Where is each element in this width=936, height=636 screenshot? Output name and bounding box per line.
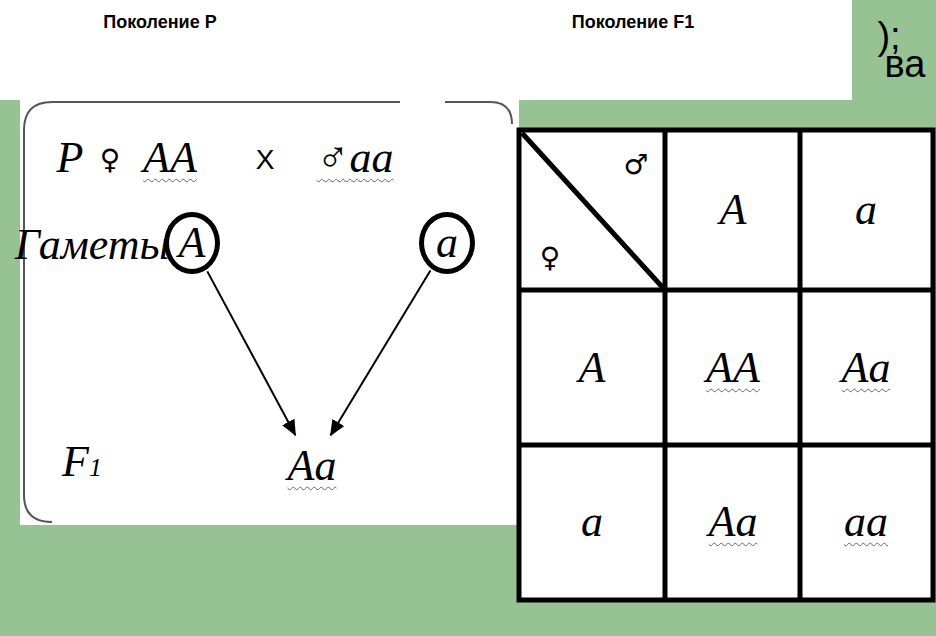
gamete-circle: a [419,212,475,274]
corner-diagonal [522,133,665,290]
gamete-circle: A [164,212,220,274]
grid-line [798,130,803,600]
panel-bracket [445,102,512,124]
offspring-genotype: Aa [282,437,343,495]
genotype: ♂aa [317,136,394,180]
node-text: a [436,221,458,265]
generation-symbol: P [57,136,84,180]
female-sign: ♀ [540,244,561,272]
grid-line [519,288,933,293]
gamete-header: A [579,346,606,390]
generation-heading: Поколение P [103,13,216,31]
node-text: Aa [288,444,337,488]
grid-line [519,443,933,448]
cross-panel [20,100,519,525]
node-text: A [179,221,206,265]
cross-sign: X [256,146,275,174]
female-sign: ♀ [100,146,121,174]
genotype-cell: AA [706,346,760,390]
row-title: Гаметы [15,223,170,267]
inheritance-arrow [207,271,295,435]
gamete-header: A [720,188,747,232]
punnett-grid [519,130,933,600]
text-fragment: ва [885,45,926,83]
genotype-cell: Aa [842,346,891,390]
genotype-cell: aa [844,500,888,544]
genotype: AA [143,136,197,180]
grid-line [663,130,668,600]
male-sign: ♂ [623,151,648,179]
gamete-header: a [581,500,603,544]
generation-heading: Поколение F1 [572,13,694,31]
genotype-cell: Aa [709,500,758,544]
panel-bracket [24,102,400,522]
inheritance-arrow [331,271,431,436]
generation-symbol: F1 [62,440,102,484]
gamete-header: a [855,188,877,232]
header-band [0,0,852,100]
